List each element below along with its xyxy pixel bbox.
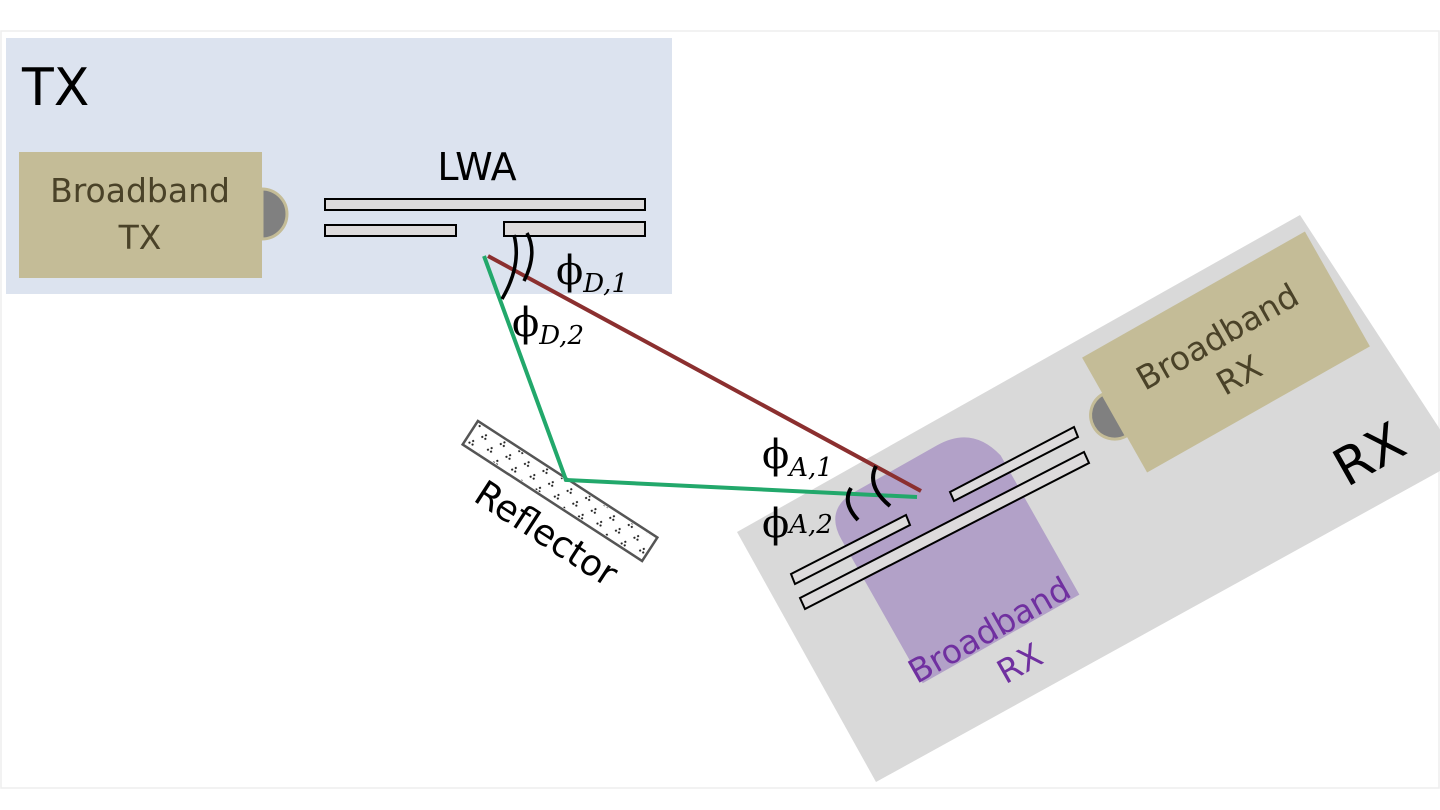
angle-label-d1-sub: D,1 — [582, 269, 628, 299]
angle-arc-a1 — [871, 465, 892, 508]
angle-arc-d1 — [522, 232, 534, 282]
lwa-bottom-left-plate — [324, 224, 457, 237]
lwa-label: LWA — [437, 145, 516, 189]
rx-antenna — [789, 425, 1091, 611]
rx-connector-icon — [1089, 392, 1129, 441]
angle-arc-d2 — [500, 234, 518, 300]
lwa-top-plate — [324, 198, 646, 211]
reflected-path — [482, 255, 918, 499]
los-path — [487, 254, 922, 493]
angle-label-d2: ϕD,2 — [512, 300, 584, 351]
angle-arc-a2 — [845, 486, 860, 522]
reflector-texture — [465, 423, 655, 559]
tx-device-label-line1: Broadband — [50, 171, 230, 210]
angle-label-d1: ϕD,1 — [556, 248, 628, 299]
rx-device-box — [1082, 231, 1370, 473]
angle-label-a1-sub: A,1 — [787, 453, 833, 483]
rx-antenna-main-plate — [798, 450, 1091, 611]
rx-antenna-bottom-left-plate — [789, 513, 912, 586]
angle-label-a1: ϕA,1 — [762, 432, 833, 483]
tx-connector-icon — [260, 187, 289, 241]
angle-label-a2: ϕA,2 — [762, 501, 833, 547]
tx-device-box — [19, 152, 262, 278]
rx-antenna-top-right-plate — [948, 425, 1080, 503]
tx-device-label-line2: TX — [118, 218, 162, 257]
tx-panel-label: TX — [21, 58, 89, 118]
angle-label-a2-sub: A,2 — [787, 510, 833, 540]
angle-label-d2-sub: D,2 — [538, 321, 584, 351]
slide-frame — [0, 30, 1440, 789]
lwa-bottom-right-plate — [503, 221, 646, 237]
